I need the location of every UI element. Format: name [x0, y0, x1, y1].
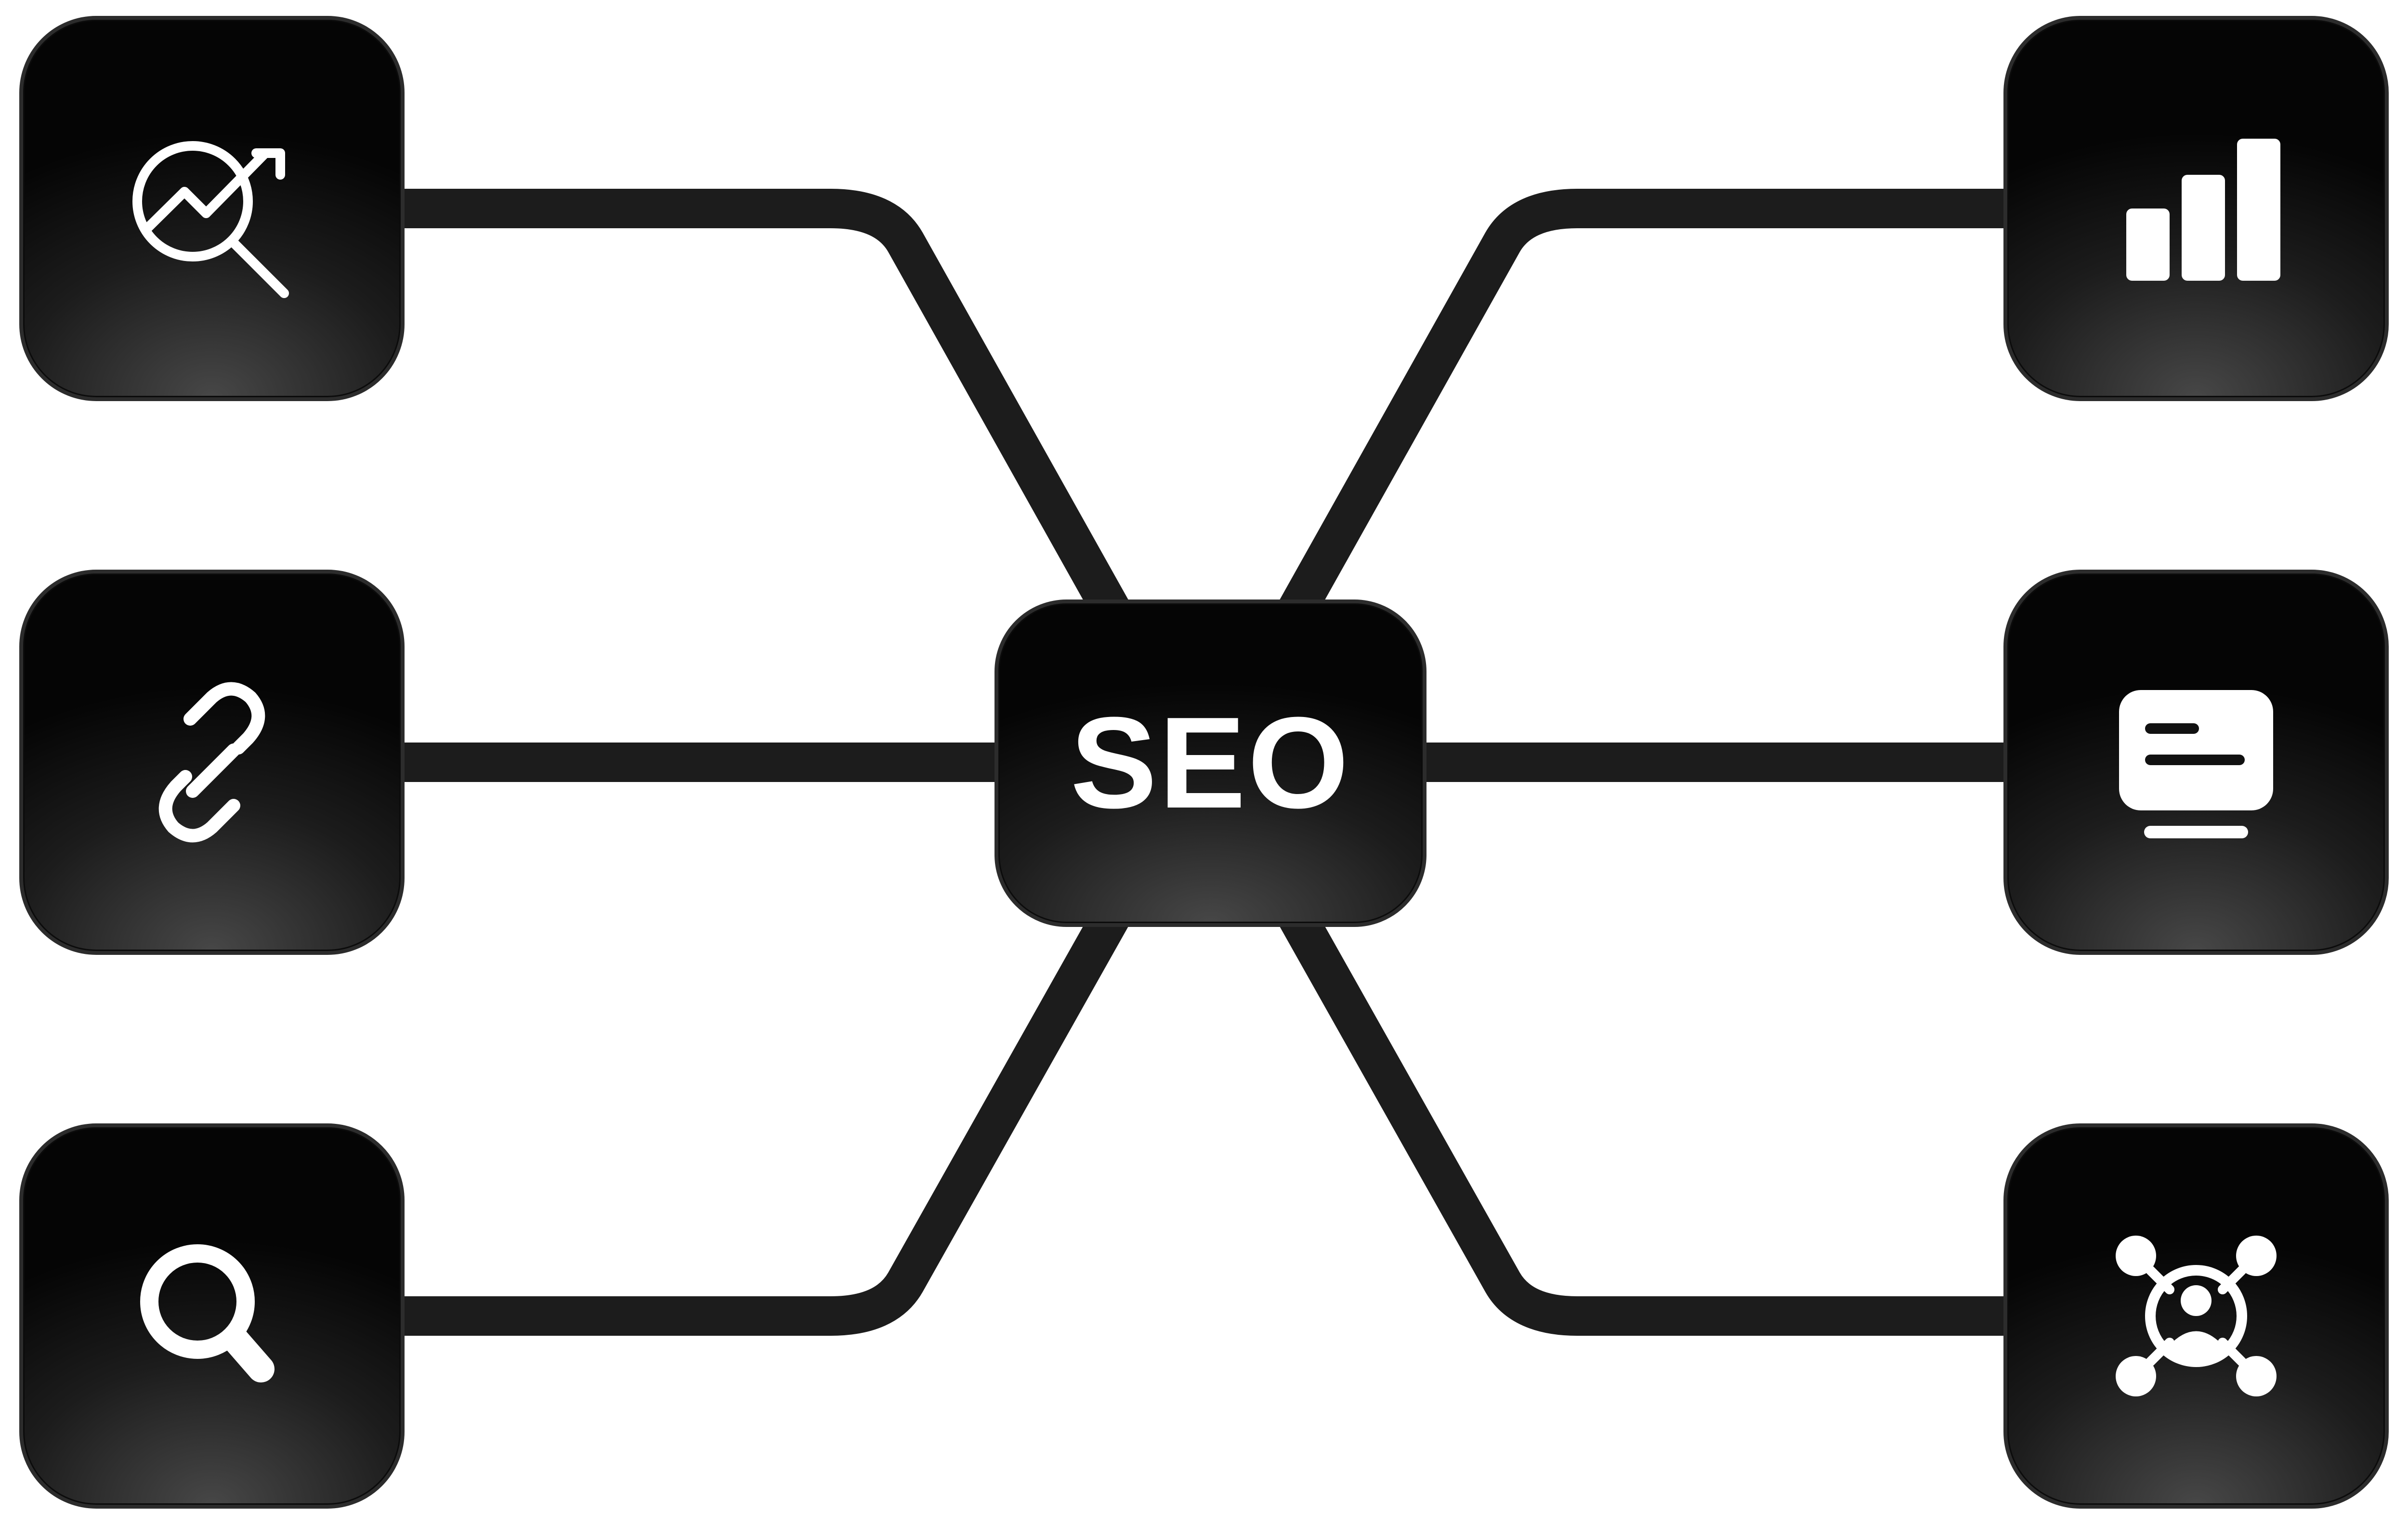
node-growth-search [19, 16, 405, 401]
node-analytics [2003, 16, 2389, 401]
center-node: SEO [995, 600, 1426, 927]
search-growth-icon [132, 141, 289, 298]
connector-bottom-right [1254, 861, 2003, 1336]
network-user-icon [2116, 1236, 2277, 1396]
node-search [19, 1123, 405, 1509]
search-icon [140, 1244, 275, 1382]
link-icon [158, 682, 265, 843]
bar-chart-icon [2126, 139, 2280, 281]
content-display-icon [2119, 690, 2273, 838]
connector-top-right [1254, 189, 2003, 665]
node-link [19, 570, 405, 955]
center-label: SEO [1070, 691, 1351, 835]
connector-bottom-left [405, 861, 1154, 1336]
node-content [2003, 570, 2389, 955]
node-network [2003, 1123, 2389, 1509]
connector-top-left [405, 189, 1154, 665]
